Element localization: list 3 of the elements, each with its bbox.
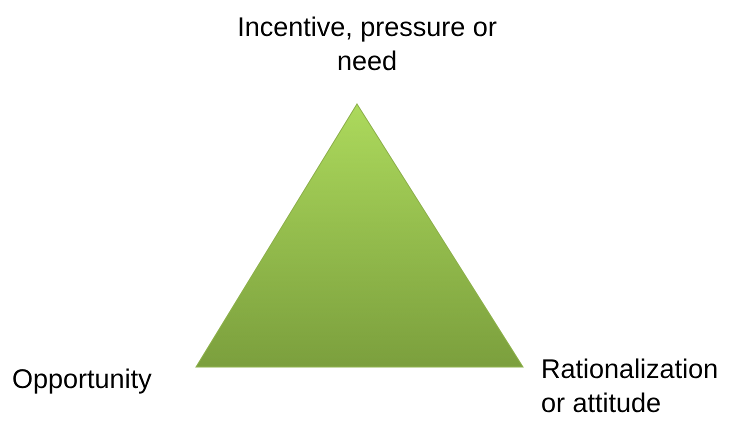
corner-label: Rationalization or attitude [541, 353, 720, 420]
corner-label: Opportunity [12, 363, 153, 396]
corner-label: Incentive, pressure or need [236, 11, 498, 78]
